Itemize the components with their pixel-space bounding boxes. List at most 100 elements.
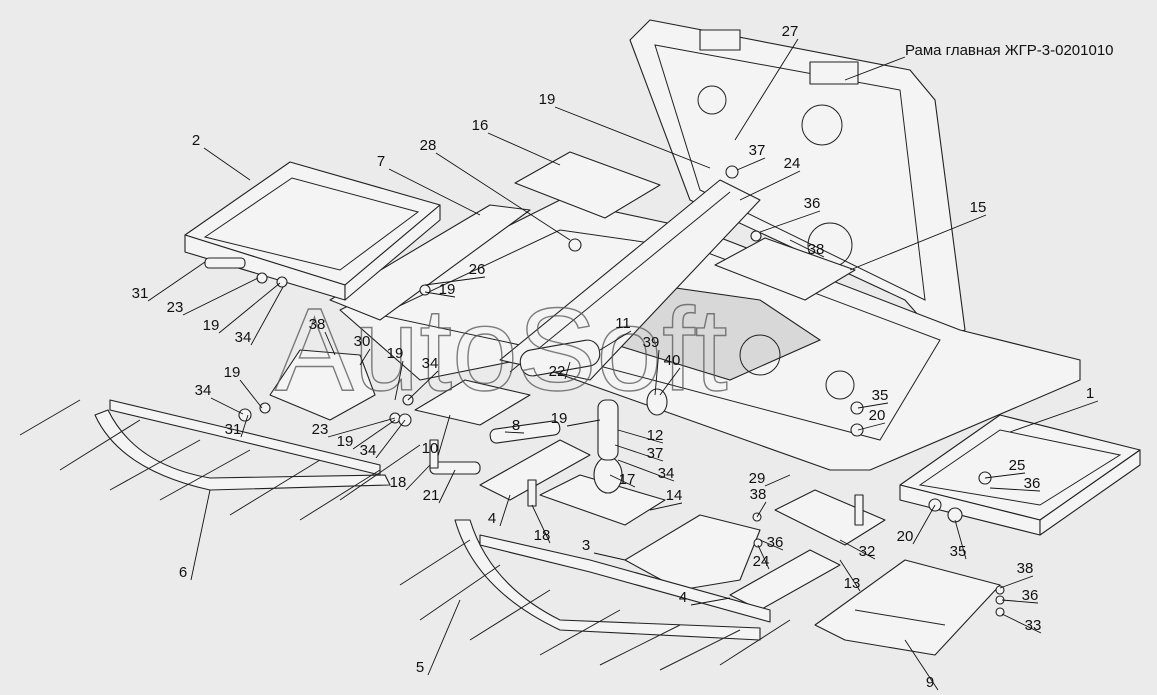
- callout-label: 19: [439, 281, 456, 298]
- callout-label: 7: [377, 153, 385, 170]
- callout-c20b: 20: [897, 504, 936, 545]
- leader-line: [504, 431, 525, 434]
- callout-c35a: 35: [857, 387, 888, 409]
- leader-line: [654, 349, 660, 396]
- leader-line: [839, 539, 876, 560]
- callout-c19d: 19: [387, 345, 404, 401]
- callout-c23b: 23: [312, 417, 396, 438]
- leader-line: [593, 552, 626, 561]
- callout-label: 19: [203, 317, 220, 334]
- plate-part-16: [514, 151, 661, 219]
- callout-c10: 10: [422, 414, 451, 457]
- callout-label: 15: [970, 199, 987, 216]
- leader-line: [327, 417, 396, 438]
- callout-label: 26: [469, 261, 486, 278]
- callout-label: 22: [549, 363, 566, 380]
- callout-c36b: 36: [989, 475, 1041, 492]
- leader-line: [239, 379, 263, 409]
- callout-c40: 40: [659, 352, 681, 396]
- leader-line: [617, 459, 675, 482]
- leader-line: [759, 210, 821, 233]
- plate-part-15: [714, 237, 856, 301]
- callout-label: 28: [420, 137, 437, 154]
- callout-label: 23: [312, 421, 329, 438]
- leader-line: [359, 348, 371, 366]
- callout-c38c: 38: [750, 486, 767, 518]
- callout-label: 31: [132, 285, 149, 302]
- callout-label: 16: [472, 117, 489, 134]
- leader-line: [352, 419, 396, 450]
- callout-label: 36: [1024, 475, 1041, 492]
- drawing-title: Рама главная ЖГР-3-0201010: [905, 42, 1114, 59]
- callout-label: 37: [647, 445, 664, 462]
- leader-line: [531, 504, 551, 544]
- callout-c28: 28: [420, 137, 571, 241]
- callout-label: 24: [784, 155, 801, 172]
- callout-c32: 32: [839, 539, 876, 560]
- callout-label: 31: [225, 421, 242, 438]
- leader-line: [734, 38, 799, 141]
- divider-part-6: [19, 399, 421, 521]
- callout-label: 38: [808, 241, 825, 258]
- leader-line: [438, 469, 456, 504]
- callout-c11: 11: [599, 315, 632, 351]
- callout-c4a: 4: [488, 494, 511, 527]
- callout-c27a: 27: [734, 23, 799, 141]
- leader-line: [1001, 599, 1039, 604]
- callout-c38a: 38: [789, 239, 825, 258]
- callout-label: 19: [539, 91, 556, 108]
- callout-label: 2: [192, 132, 200, 149]
- callout-c20a: 20: [857, 407, 885, 431]
- callout-c14: 14: [649, 487, 683, 511]
- hardware: [204, 165, 1005, 617]
- leader-line: [324, 331, 336, 356]
- callout-label: 13: [844, 575, 861, 592]
- callout-label: 34: [360, 442, 377, 459]
- callout-c21: 21: [423, 469, 456, 504]
- callout-c1: 1: [1009, 385, 1099, 433]
- callout-label: 38: [750, 486, 767, 503]
- leader-line: [1001, 613, 1042, 634]
- leader-line: [912, 504, 936, 545]
- leader-line: [407, 370, 439, 401]
- callout-label: 4: [679, 589, 687, 606]
- callout-label: 33: [1025, 617, 1042, 634]
- callout-label: 29: [749, 470, 766, 487]
- callout-c36c: 36: [759, 534, 784, 551]
- callout-label: 14: [666, 487, 683, 504]
- leader-line: [147, 261, 206, 302]
- callout-c35b: 35: [950, 519, 967, 560]
- leader-line: [764, 474, 791, 487]
- callout-c34e: 34: [617, 459, 675, 482]
- callout-label: 4: [488, 510, 496, 527]
- leader-line: [210, 397, 244, 415]
- callout-label: 3: [582, 537, 590, 554]
- cover-part-9: [814, 559, 1001, 656]
- leader-line: [736, 157, 766, 171]
- callout-c19f: 19: [551, 410, 601, 427]
- callout-c34d: 34: [360, 419, 406, 459]
- callout-label: 20: [897, 528, 914, 545]
- callout-label: 18: [390, 474, 407, 491]
- leader-line: [437, 414, 451, 457]
- callout-label: 34: [658, 465, 675, 482]
- callout-c8: 8: [504, 417, 525, 434]
- callout-c31a: 31: [132, 261, 206, 302]
- callout-c13: 13: [839, 559, 861, 592]
- callout-c37b: 37: [614, 444, 664, 462]
- leader-line: [427, 599, 461, 676]
- callout-c25: 25: [984, 457, 1025, 479]
- callout-label: 39: [643, 334, 660, 351]
- callout-label: 19: [387, 345, 404, 362]
- leader-line: [554, 106, 711, 169]
- leader-line: [250, 286, 284, 346]
- callout-label: 32: [859, 543, 876, 560]
- watermark: AutoSoft: [275, 284, 728, 416]
- callout-label: 6: [179, 564, 187, 581]
- leader-line: [649, 502, 683, 511]
- callout-label: 9: [926, 674, 934, 691]
- leader-line: [759, 539, 784, 551]
- leader-line: [564, 361, 571, 380]
- callout-c38b: 38: [309, 316, 336, 356]
